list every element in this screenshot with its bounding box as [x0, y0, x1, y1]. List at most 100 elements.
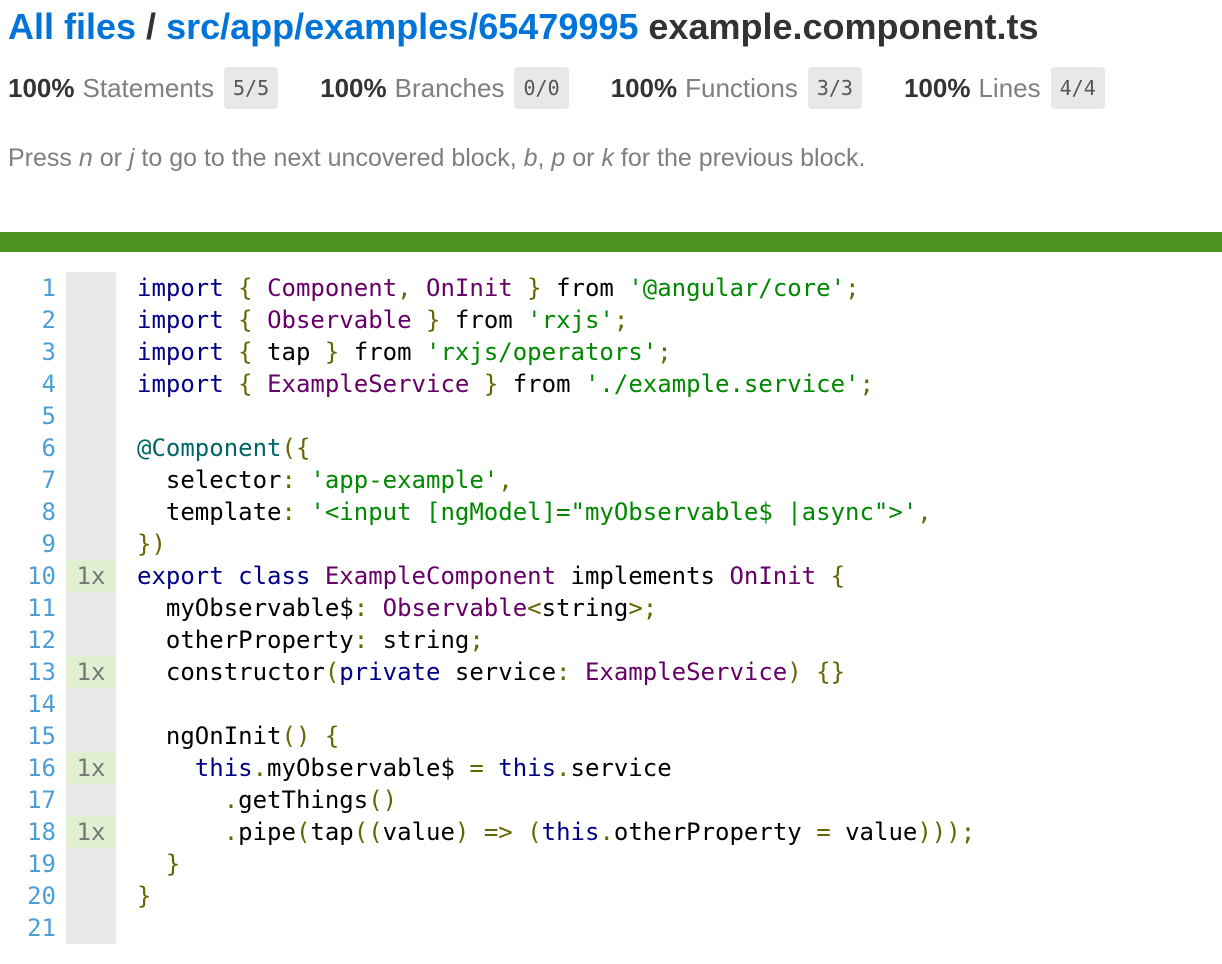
line-source: import { Observable } from 'rxjs'; — [116, 304, 628, 336]
code-token-typ: Observable — [267, 306, 412, 334]
code-token-pln — [137, 754, 195, 782]
hit-count: 1x — [66, 656, 116, 688]
code-token-pun: } — [324, 338, 340, 366]
line-number[interactable]: 16 — [27, 754, 56, 782]
code-token-pln: template — [137, 498, 282, 526]
line-source: .getThings() — [116, 784, 397, 816]
line-source — [116, 688, 137, 720]
line-number[interactable]: 11 — [27, 594, 56, 622]
code-token-pun: { — [830, 562, 846, 590]
code-token-pun: ( — [295, 818, 311, 846]
line-number[interactable]: 3 — [41, 338, 56, 366]
hit-count — [66, 720, 116, 752]
code-token-pun: : — [353, 626, 369, 654]
breadcrumb-directory[interactable]: src/app/examples/65479995 — [166, 6, 639, 47]
code-token-pun: . — [252, 754, 268, 782]
code-token-kwd: this — [498, 754, 557, 782]
code-line: 5 — [0, 400, 975, 432]
line-number[interactable]: 19 — [27, 850, 56, 878]
code-token-pun: ; — [657, 338, 672, 366]
line-number[interactable]: 20 — [27, 882, 56, 910]
code-token-pln: pipe — [238, 818, 296, 846]
code-token-pln — [412, 274, 426, 302]
line-number[interactable]: 2 — [41, 306, 56, 334]
line-number[interactable]: 4 — [41, 370, 56, 398]
code-token-pln — [253, 274, 267, 302]
line-number[interactable]: 14 — [27, 690, 56, 718]
line-number[interactable]: 15 — [27, 722, 56, 750]
code-token-pun: () — [281, 722, 311, 750]
code-token-str: './example.service' — [584, 370, 860, 398]
line-source — [116, 400, 137, 432]
hit-count — [66, 592, 116, 624]
line-number[interactable]: 13 — [27, 658, 56, 686]
code-token-pun: . — [223, 818, 239, 846]
code-token-pln — [296, 498, 310, 526]
hint-text: or — [565, 144, 602, 172]
line-number[interactable]: 18 — [27, 818, 56, 846]
stat-label: Branches — [394, 72, 505, 103]
code-token-pln — [296, 466, 310, 494]
code-token-pln — [224, 562, 238, 590]
code-token-pun: ( — [527, 818, 542, 846]
code-token-pun: { — [238, 274, 253, 302]
line-number[interactable]: 8 — [41, 498, 56, 526]
stat-fraction: 5/5 — [224, 67, 279, 109]
hit-count — [66, 464, 116, 496]
code-token-pln: service — [440, 658, 557, 686]
code-token-pun: : — [353, 594, 369, 622]
code-line: 15 ngOnInit() { — [0, 720, 975, 752]
line-number[interactable]: 5 — [41, 402, 56, 430]
breadcrumb-separator: / — [136, 6, 167, 47]
report-header: All files / src/app/examples/65479995 ex… — [0, 0, 1222, 173]
code-token-pun: ) — [454, 818, 470, 846]
line-number[interactable]: 9 — [41, 530, 56, 558]
code-token-pln — [137, 786, 224, 814]
code-token-pln — [484, 754, 498, 782]
code-token-pln — [513, 818, 527, 846]
line-number[interactable]: 12 — [27, 626, 56, 654]
code-token-pln: string — [368, 626, 470, 654]
line-source — [116, 912, 137, 944]
code-line: 17 .getThings() — [0, 784, 975, 816]
code-token-pln — [571, 658, 585, 686]
line-number[interactable]: 10 — [27, 562, 56, 590]
code-token-pun: ; — [613, 306, 629, 334]
code-line: 21 — [0, 912, 975, 944]
code-line: 9}) — [0, 528, 975, 560]
line-number[interactable]: 1 — [41, 274, 56, 302]
code-token-pln — [137, 818, 224, 846]
code-token-pln: value — [382, 818, 455, 846]
code-line: 20} — [0, 880, 975, 912]
line-number[interactable]: 17 — [27, 786, 56, 814]
code-token-pln — [469, 818, 483, 846]
code-token-pun: ; — [845, 274, 860, 302]
hint-text: , — [537, 144, 552, 172]
code-token-pun: . — [599, 818, 614, 846]
hit-count — [66, 784, 116, 816]
code-line: 6@Component({ — [0, 432, 975, 464]
line-source: }) — [116, 528, 166, 560]
code-token-pln: value — [830, 818, 918, 846]
breadcrumb-all-files[interactable]: All files — [8, 6, 137, 47]
code-token-pun: , — [397, 274, 412, 302]
hit-count — [66, 272, 116, 304]
code-token-pln: implements — [556, 562, 730, 590]
line-number[interactable]: 6 — [41, 434, 56, 462]
code-token-pln: constructor — [137, 658, 325, 686]
code-token-str: 'rxjs/operators' — [426, 338, 658, 366]
code-token-pln — [816, 562, 830, 590]
code-token-pln — [513, 274, 527, 302]
code-token-lit: @Component — [137, 434, 282, 462]
code-token-pun: } — [165, 850, 181, 878]
code-token-pun: } — [483, 370, 499, 398]
hit-count — [66, 496, 116, 528]
code-token-pun: { — [324, 722, 340, 750]
line-number[interactable]: 21 — [27, 914, 56, 942]
line-number[interactable]: 7 — [41, 466, 56, 494]
code-token-typ: OnInit — [426, 274, 513, 302]
